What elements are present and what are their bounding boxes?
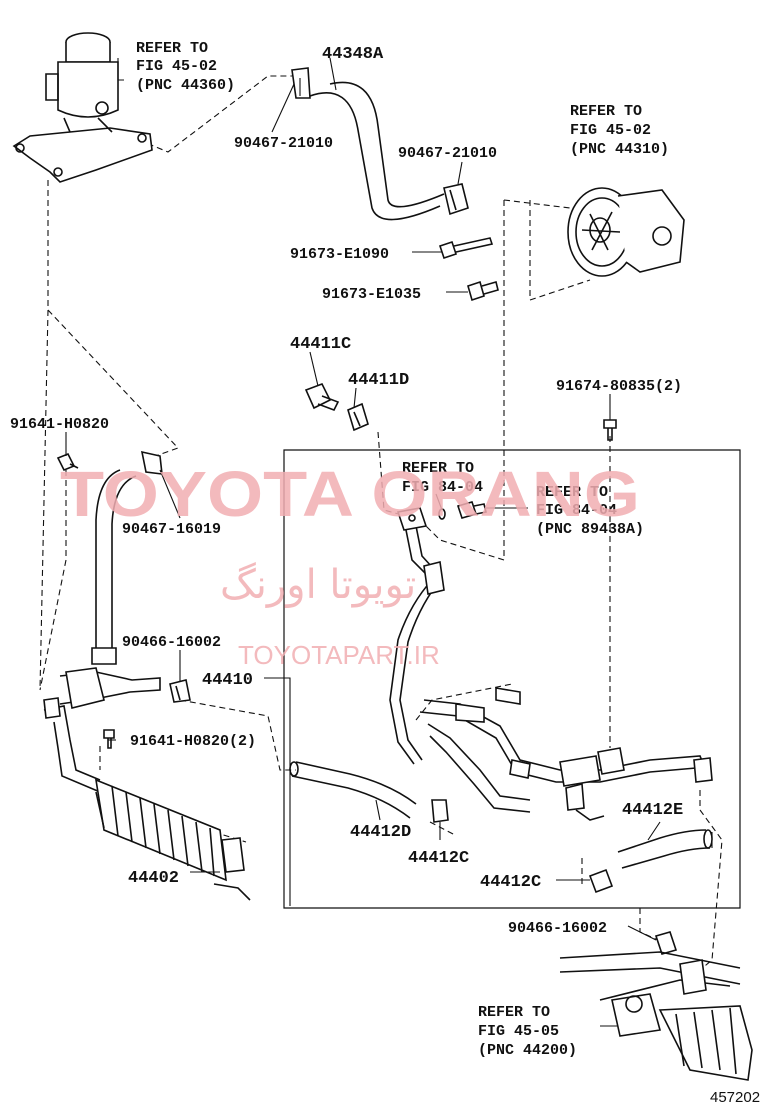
bolt-91673-e1090-icon <box>438 237 494 260</box>
label-44411d: 44411D <box>348 371 409 390</box>
part-labels: REFER TO FIG 45-02 (PNC 44360) 44348A 90… <box>10 40 760 1106</box>
ref-fig84-a-line2: FIG 84-04 <box>402 479 483 496</box>
bolt-91641-h0820-2-icon <box>103 729 115 749</box>
label-91641-h0820: 91641-H0820 <box>10 416 109 433</box>
clamp-44411d-icon <box>347 402 369 432</box>
gear-tubes-bundle-icon <box>419 687 713 821</box>
ref-fig84-b-line1: REFER TO <box>536 484 608 501</box>
ref-fig84-a-line1: REFER TO <box>402 460 474 477</box>
reservoir-tank-icon <box>12 32 153 183</box>
watermark-url: TOYOTAPART.IR <box>238 640 440 670</box>
label-91673-e1090: 91673-E1090 <box>290 246 389 263</box>
ref-gear-line1: REFER TO <box>478 1004 550 1021</box>
diagram-number: 457202 <box>710 1089 760 1106</box>
oil-cooler-44402-icon <box>94 778 251 901</box>
label-44412c-a: 44412C <box>408 849 469 868</box>
label-91641-h0820-2: 91641-H0820(2) <box>130 733 256 750</box>
label-90467-21010-a: 90467-21010 <box>234 135 333 152</box>
ref-pump-line1: REFER TO <box>570 103 642 120</box>
label-44410: 44410 <box>202 671 253 690</box>
watermark: TOYOTA ORANG تویوتا اورنگ TOYOTAPART.IR <box>60 458 640 670</box>
ref-pump-line2: FIG 45-02 <box>570 122 651 139</box>
ref-gear-line3: (PNC 44200) <box>478 1042 577 1059</box>
label-90467-21010-b: 90467-21010 <box>398 145 497 162</box>
label-44402: 44402 <box>128 869 179 888</box>
power-steering-pump-icon <box>567 187 685 277</box>
ref-reservoir-line1: REFER TO <box>136 40 208 57</box>
steering-gear-icon <box>559 951 753 1081</box>
bolt-91673-e1035-icon <box>467 280 499 302</box>
clamp-90466-16002-b-icon <box>654 931 678 955</box>
cooler-pipes-icon <box>43 667 161 793</box>
clamp-90466-16002-a-icon <box>169 679 191 703</box>
dashed-relation-lines <box>39 75 723 971</box>
label-44412c-b: 44412C <box>480 873 541 892</box>
label-44348a: 44348A <box>322 45 384 64</box>
return-hose-icon <box>91 450 163 665</box>
label-90466-16002-b: 90466-16002 <box>508 920 607 937</box>
hose-44412e-icon <box>617 829 713 869</box>
bolt-91641-h0820-icon <box>56 452 79 472</box>
hose-44412d-icon <box>289 761 417 819</box>
label-90467-16019: 90467-16019 <box>122 521 221 538</box>
ref-gear-line2: FIG 45-05 <box>478 1023 559 1040</box>
bolt-91674-80835-icon <box>603 419 617 441</box>
ref-reservoir-line2: FIG 45-02 <box>136 58 217 75</box>
label-91674-80835: 91674-80835(2) <box>556 378 682 395</box>
ref-reservoir-line3: (PNC 44360) <box>136 77 235 94</box>
label-90466-16002-a: 90466-16002 <box>122 634 221 651</box>
ref-fig84-b-line2: FIG 84-04 <box>536 502 617 519</box>
label-44411c: 44411C <box>290 335 351 354</box>
watermark-brand: TOYOTA ORANG <box>60 458 640 530</box>
label-44412d: 44412D <box>350 823 411 842</box>
hose-assembly-box <box>283 449 741 909</box>
union-44411c-icon <box>304 382 340 412</box>
clamp-90467-21010-icon <box>443 183 469 216</box>
clamp-44412c-a-icon <box>431 799 449 823</box>
label-44412e: 44412E <box>622 801 683 820</box>
ref-pump-line3: (PNC 44310) <box>570 141 669 158</box>
clamp-44412c-b-icon <box>588 868 614 894</box>
ref-fig84-b-line3: (PNC 89438A) <box>536 521 644 538</box>
watermark-persian: تویوتا اورنگ <box>220 562 416 608</box>
pressure-switch-icon <box>438 501 487 520</box>
label-91673-e1035: 91673-E1035 <box>322 286 421 303</box>
pressure-tube-44410-icon <box>389 507 445 765</box>
hose-44348a-icon <box>291 67 445 221</box>
leader-lines <box>65 57 661 1027</box>
